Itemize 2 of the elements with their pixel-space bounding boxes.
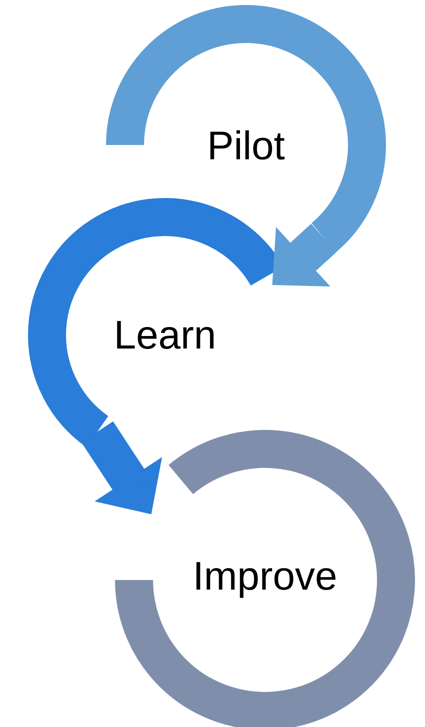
ring: Pilot — [106, 4, 386, 252]
ring: Improve — [115, 430, 415, 727]
